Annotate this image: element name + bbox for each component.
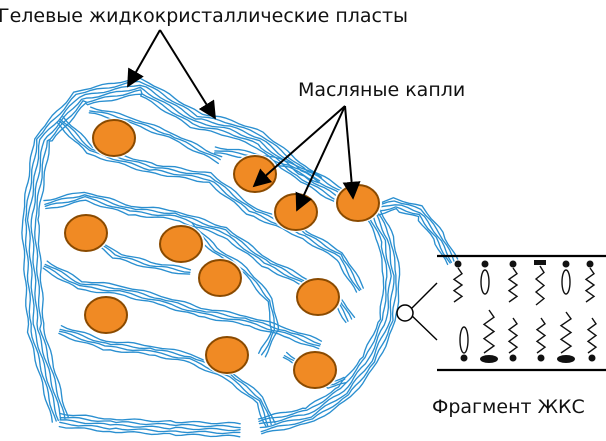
molecule-oval bbox=[459, 326, 469, 354]
layer-line bbox=[96, 236, 192, 271]
layer-lines bbox=[21, 76, 459, 438]
arrow-to-drop-1 bbox=[252, 105, 346, 188]
layer-line bbox=[30, 86, 373, 421]
molecule-head bbox=[588, 354, 596, 362]
fragment-label: Фрагмент ЖКС bbox=[432, 396, 585, 418]
layer-line bbox=[369, 197, 459, 260]
outer-envelope-layers bbox=[21, 76, 376, 423]
molecule-tail bbox=[482, 309, 496, 354]
oil-drop bbox=[293, 351, 337, 389]
layer-line bbox=[191, 222, 280, 358]
molecule-tail bbox=[535, 317, 547, 354]
molecule-head bbox=[509, 354, 517, 362]
molecule-head bbox=[454, 260, 462, 268]
surfactant-molecules bbox=[452, 260, 598, 363]
oil-drop bbox=[92, 119, 136, 157]
layer-line bbox=[188, 224, 275, 356]
arrow-to-top-layers bbox=[159, 29, 216, 120]
layer-line bbox=[60, 325, 276, 424]
molecule-head bbox=[586, 260, 594, 268]
layer-line bbox=[92, 241, 191, 275]
inner-layers-g bbox=[187, 222, 280, 358]
inner-layers-h bbox=[92, 236, 192, 275]
tail-to-fragment-layers bbox=[369, 197, 459, 266]
layer-line bbox=[59, 421, 241, 435]
molecule-tail bbox=[584, 267, 596, 303]
layer-line bbox=[37, 93, 370, 419]
bottom-envelope-layers bbox=[58, 412, 241, 438]
layer-line bbox=[371, 206, 451, 264]
layer-line bbox=[34, 89, 371, 420]
gel-layers-label: Гелевые жидкокристаллические пласты bbox=[0, 5, 408, 27]
oil-drops-label: Масляные капли bbox=[298, 79, 465, 101]
layer-line bbox=[59, 328, 272, 426]
inner-layers-d bbox=[58, 325, 276, 428]
layer-line bbox=[58, 425, 241, 438]
layer-line bbox=[370, 200, 455, 262]
molecule-head bbox=[534, 260, 546, 265]
oil-drop bbox=[64, 214, 108, 252]
oil-drop bbox=[336, 184, 380, 222]
oil-drop bbox=[205, 336, 249, 374]
layer-line bbox=[261, 205, 401, 435]
arrow-to-drop-3 bbox=[342, 105, 361, 200]
layer-line bbox=[58, 332, 267, 428]
molecule-tail bbox=[507, 317, 519, 354]
molecule-head bbox=[480, 355, 498, 363]
layer-line bbox=[59, 412, 241, 425]
layer-line bbox=[90, 106, 223, 158]
molecule-tail bbox=[452, 267, 464, 303]
layer-line bbox=[259, 208, 395, 429]
layer-line bbox=[93, 240, 191, 273]
layer-line bbox=[58, 330, 269, 427]
molecule-head bbox=[509, 260, 517, 268]
molecule-head bbox=[557, 355, 575, 363]
arrow-to-outer-layers bbox=[127, 29, 161, 88]
molecule-head bbox=[460, 354, 468, 362]
layer-line bbox=[24, 80, 375, 422]
molecule-tail bbox=[586, 317, 598, 354]
right-envelope-layers bbox=[257, 205, 401, 435]
layer-line bbox=[372, 207, 449, 266]
pointer-arrows bbox=[127, 29, 361, 212]
layer-line bbox=[26, 84, 374, 422]
zoom-point bbox=[396, 304, 414, 322]
arrow-to-drop-2 bbox=[295, 105, 346, 212]
layer-line bbox=[258, 211, 388, 423]
molecule-tail bbox=[559, 311, 573, 354]
layer-line bbox=[59, 419, 241, 432]
molecule-head bbox=[537, 354, 545, 362]
molecule-tail bbox=[534, 265, 546, 306]
oil-drop bbox=[296, 278, 340, 316]
molecule-oval bbox=[480, 269, 490, 295]
layer-line bbox=[56, 121, 358, 293]
layer-line bbox=[257, 213, 385, 420]
layer-line bbox=[371, 204, 453, 263]
molecule-oval bbox=[561, 269, 571, 295]
layer-line bbox=[44, 263, 321, 345]
oil-drop bbox=[159, 225, 203, 263]
molecule-head bbox=[562, 260, 570, 268]
layer-line bbox=[59, 416, 241, 429]
layer-line bbox=[260, 207, 397, 433]
molecule-head bbox=[481, 260, 489, 268]
lc-fragment bbox=[437, 254, 606, 372]
layer-line bbox=[187, 226, 273, 354]
oil-drop bbox=[84, 296, 128, 334]
oil-drop bbox=[233, 155, 277, 193]
layer-line bbox=[89, 110, 221, 161]
zoom-connector bbox=[396, 282, 438, 341]
layer-line bbox=[258, 209, 392, 425]
molecule-tail bbox=[507, 267, 519, 303]
oil-drop bbox=[198, 259, 242, 297]
oil-drops bbox=[62, 118, 382, 390]
oil-drop bbox=[274, 193, 318, 231]
layer-line bbox=[21, 76, 376, 423]
layer-line bbox=[214, 146, 323, 178]
